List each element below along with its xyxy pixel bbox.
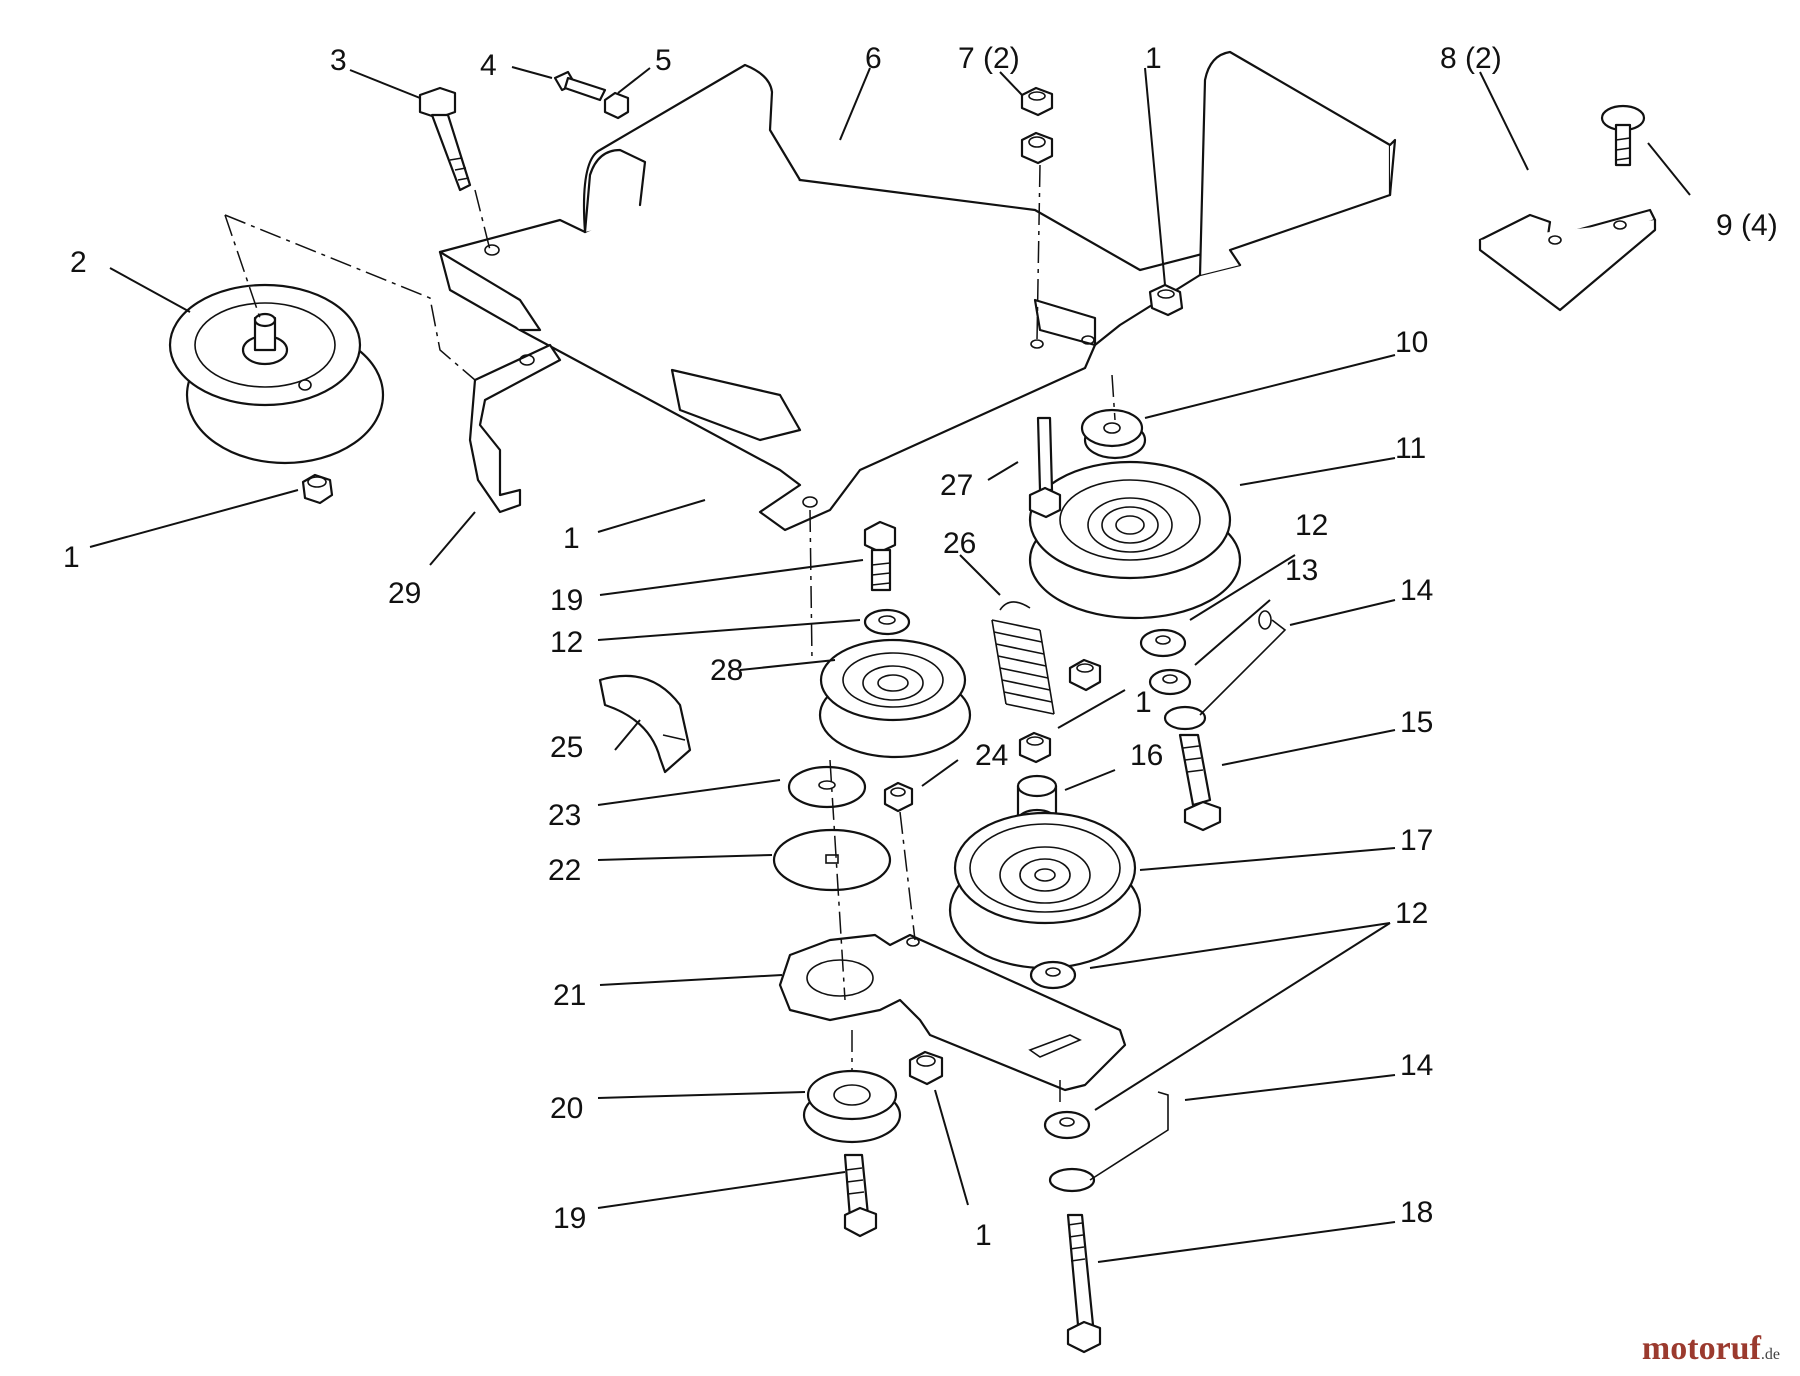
bracket-8 (1478, 208, 1657, 312)
bolt-27 (1028, 416, 1062, 519)
centerline-21 (829, 759, 846, 1001)
callout-19-bottom: 19 (553, 1202, 586, 1235)
leader-lines (89, 66, 1691, 1263)
centerline-7 (1036, 164, 1041, 341)
callout-24: 24 (975, 739, 1008, 772)
callout-4: 4 (480, 49, 497, 82)
callout-labels: 3 4 5 6 7 (2) 1 8 (2) 9 (4) 2 10 11 27 1… (63, 42, 1778, 1252)
callout-14-bottom: 14 (1400, 1049, 1433, 1082)
watermark-logo: motoruf.de (1642, 1330, 1780, 1368)
callout-26: 26 (943, 527, 976, 560)
washer-13 (1148, 668, 1192, 696)
callout-1-bottom: 1 (975, 1219, 992, 1252)
centerline-2 (224, 214, 261, 319)
callout-27: 27 (940, 469, 973, 502)
washer-12b (1029, 960, 1077, 990)
block-25 (598, 674, 692, 774)
callout-25: 25 (550, 731, 583, 764)
spring-26 (991, 601, 1055, 715)
bolt-19a (863, 520, 897, 592)
callout-7: 7 (2) (958, 42, 1020, 75)
idler-arm-21 (778, 933, 1127, 1092)
pulley-2 (168, 283, 385, 465)
bolt-4 (553, 70, 607, 102)
callout-18: 18 (1400, 1196, 1433, 1229)
callout-12-left: 12 (550, 626, 583, 659)
callout-1-top: 1 (1145, 42, 1162, 75)
spacer-10 (1080, 408, 1147, 460)
nut-24b (883, 781, 914, 813)
carriage-bolt-9 (1600, 104, 1646, 167)
callout-5: 5 (655, 44, 672, 77)
callout-12-top: 12 (1295, 509, 1328, 542)
callout-28: 28 (710, 654, 743, 687)
bolt-15 (1178, 733, 1222, 832)
main-bracket (438, 50, 1397, 532)
callout-15: 15 (1400, 706, 1433, 739)
nut-1c (1068, 658, 1102, 692)
pulley-28 (818, 638, 972, 759)
centerline-3 (474, 189, 491, 251)
callout-16: 16 (1130, 739, 1163, 772)
callout-23: 23 (548, 799, 581, 832)
nut-1a (301, 473, 334, 505)
centerline-2b (224, 214, 476, 381)
pulley-11 (1028, 460, 1242, 620)
callout-29: 29 (388, 577, 421, 610)
callout-9: 9 (4) (1716, 209, 1778, 242)
callout-1-left: 1 (63, 541, 80, 574)
nut-1b (1148, 283, 1184, 317)
callout-2: 2 (70, 246, 87, 279)
callout-8: 8 (2) (1440, 42, 1502, 75)
washer-12c (863, 608, 911, 636)
callout-19-top: 19 (550, 584, 583, 617)
bolt-19b (843, 1153, 878, 1238)
callout-20: 20 (550, 1092, 583, 1125)
callout-1-spring: 1 (1135, 686, 1152, 719)
watermark-tld: .de (1760, 1346, 1780, 1363)
washer-12a (1139, 628, 1187, 658)
watermark-brand: motoruf (1641, 1330, 1761, 1367)
nut-7-upper (1020, 86, 1054, 117)
nut-7-lower (1020, 131, 1054, 165)
centerline-28 (809, 509, 813, 661)
callout-14-top: 14 (1400, 574, 1433, 607)
callout-1-mid: 1 (563, 522, 580, 555)
callout-11: 11 (1395, 432, 1426, 465)
pulley-17 (948, 811, 1142, 970)
hook-14a (1163, 610, 1287, 731)
hook-14b (1048, 1091, 1169, 1193)
callout-21: 21 (553, 979, 586, 1012)
callout-22: 22 (548, 854, 581, 887)
centerline-10 (1111, 374, 1116, 421)
nut-5 (603, 91, 630, 120)
bushing-20 (802, 1069, 902, 1144)
bolt-3 (418, 86, 472, 192)
washer-22 (772, 828, 892, 892)
callout-17: 17 (1400, 824, 1433, 857)
callout-10: 10 (1395, 326, 1428, 359)
callout-13: 13 (1285, 554, 1318, 587)
bolt-18 (1066, 1213, 1102, 1354)
nut-1d (908, 1050, 944, 1086)
nut-24 (1018, 731, 1052, 764)
washer-12d (1043, 1110, 1091, 1140)
callout-6: 6 (865, 42, 882, 75)
callout-12-right: 12 (1395, 897, 1428, 930)
centerline-24 (899, 811, 916, 941)
washer-23 (787, 765, 867, 809)
bracket-29 (468, 343, 562, 514)
callout-3: 3 (330, 44, 347, 77)
